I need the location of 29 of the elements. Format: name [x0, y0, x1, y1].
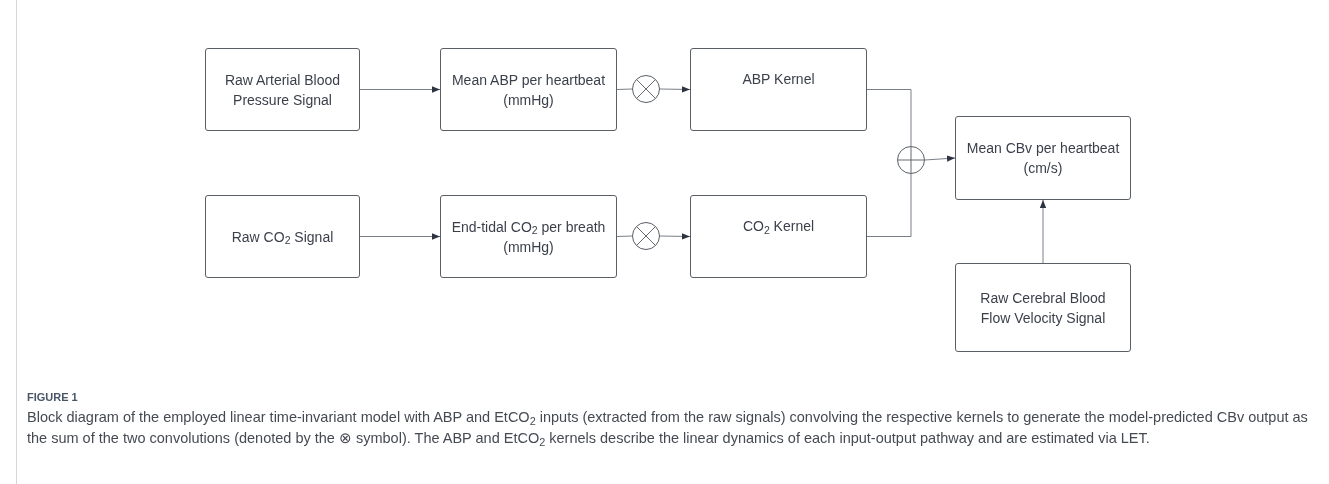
process-box: [690, 48, 867, 131]
box-label: Raw CO$_{2}$ Signal: [231, 227, 334, 247]
figure-label: FIGURE 1: [27, 390, 78, 405]
process-box: [955, 263, 1131, 352]
arrow: [659, 86, 691, 93]
arrow: [359, 86, 441, 93]
box-label: Mean CBv per heartbeat (cm/s): [965, 139, 1121, 178]
connector-line: [616, 88, 633, 90]
process-box: [690, 195, 867, 278]
box-label: Raw Arterial Blood Pressure Signal: [223, 70, 342, 110]
process-box: [205, 195, 360, 278]
process-box: [955, 116, 1131, 200]
process-box: [440, 195, 617, 278]
box-label: Mean ABP per heartbeat (mmHg): [450, 70, 607, 110]
arrow: [359, 233, 441, 240]
summation-circle: [897, 146, 925, 174]
arrow: [924, 155, 956, 162]
box-label: End-tidal CO$_{2}$ per breath (mmHg): [450, 217, 607, 257]
process-box: [205, 48, 360, 131]
connector-line: [866, 89, 912, 147]
connector-line: [866, 173, 912, 237]
box-label: CO$_{2}$ Kernel: [742, 217, 815, 236]
connector-line: [616, 235, 633, 237]
process-box: [440, 48, 617, 131]
caption: Block diagram of the employed linear time-invariant model with ABP and EtCO$_{2}$ inputs (extracted from the raw signals) convolving the respective kernels to generate the model-predicted CBv output as the sum of the two convolutions (denoted by the ⊗ symbol). The ABP and EtCO$_{2}$ kernels describe the linear dynamics of each input-output pathway and are estimated via LET.: [27, 408, 1309, 449]
box-label: Raw Cerebral Blood Flow Velocity Signal: [979, 288, 1107, 328]
box-label: ABP Kernel: [742, 70, 815, 89]
arrow: [659, 233, 691, 240]
arrow: [1039, 199, 1047, 264]
